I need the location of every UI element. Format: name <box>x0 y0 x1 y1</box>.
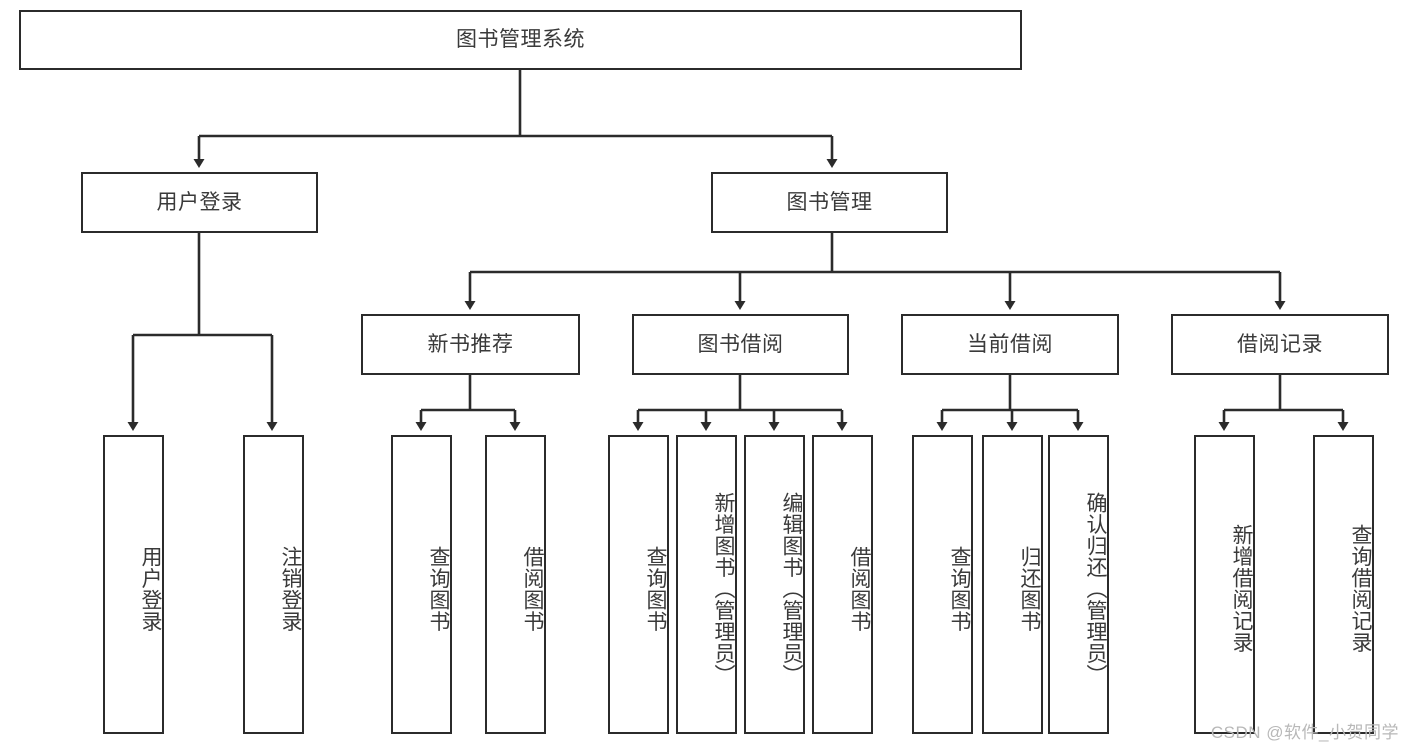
leaf-return-book[interactable]: 归还图书 <box>982 435 1043 734</box>
node-current-borrow[interactable]: 当前借阅 <box>901 314 1119 375</box>
node-book-management[interactable]: 图书管理 <box>711 172 948 233</box>
leaf-edit-book-admin[interactable]: 编辑图书（管理员） <box>744 435 805 734</box>
leaf-user-login[interactable]: 用户登录 <box>103 435 164 734</box>
leaf-query-book-recommend[interactable]: 查询图书 <box>391 435 452 734</box>
leaf-query-borrow-record[interactable]: 查询借阅记录 <box>1313 435 1374 734</box>
node-new-book-recommend[interactable]: 新书推荐 <box>361 314 580 375</box>
leaf-query-book-borrow[interactable]: 查询图书 <box>608 435 669 734</box>
node-book-borrow[interactable]: 图书借阅 <box>632 314 849 375</box>
leaf-borrow-book-recommend[interactable]: 借阅图书 <box>485 435 546 734</box>
watermark: CSDN @软件_小贺同学 <box>1210 723 1399 742</box>
leaf-lend-book[interactable]: 借阅图书 <box>812 435 873 734</box>
leaf-logout[interactable]: 注销登录 <box>243 435 304 734</box>
leaf-add-borrow-record[interactable]: 新增借阅记录 <box>1194 435 1255 734</box>
leaf-query-book-current[interactable]: 查询图书 <box>912 435 973 734</box>
node-borrow-records[interactable]: 借阅记录 <box>1171 314 1389 375</box>
leaf-confirm-return-admin[interactable]: 确认归还（管理员） <box>1048 435 1109 734</box>
leaf-add-book-admin[interactable]: 新增图书（管理员） <box>676 435 737 734</box>
node-root[interactable]: 图书管理系统 <box>19 10 1022 70</box>
node-user-login[interactable]: 用户登录 <box>81 172 318 233</box>
